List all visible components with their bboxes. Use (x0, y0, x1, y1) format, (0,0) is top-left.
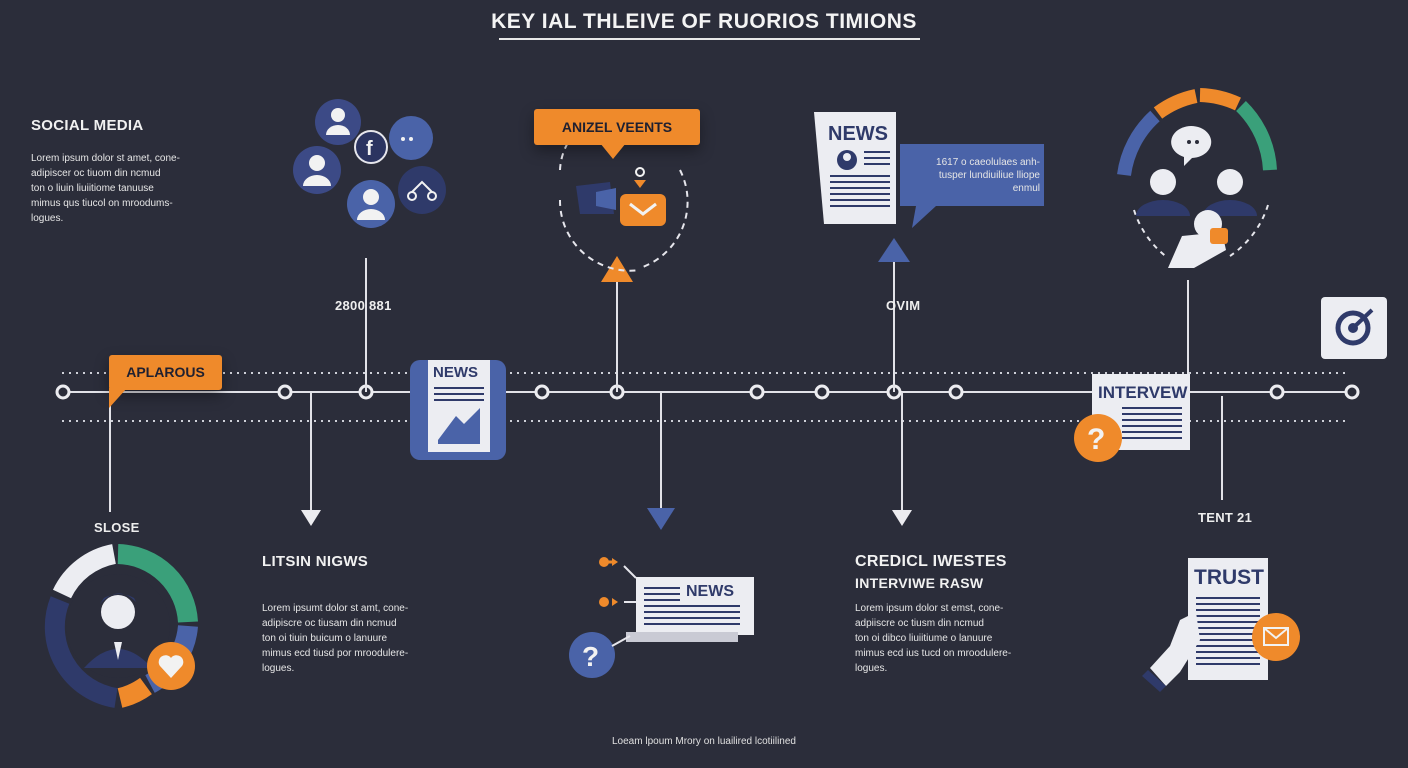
timeline-node (948, 384, 964, 400)
svg-text:?: ? (1087, 423, 1105, 456)
news-sheet-icon (599, 557, 754, 642)
megaphone-icon (558, 115, 689, 272)
arrow-down (892, 510, 912, 526)
anizel-vents-callout: ANIZEL VEENTS (534, 109, 700, 145)
footer-text: Loeam lpoum Mrory on luailired lcotiilin… (612, 736, 796, 747)
news-bubble-text: 1617 o caeolulaes anh- tusper lundiuiliu… (936, 157, 1040, 194)
credible-body: Lorem ipsum dolor st emst, cone- adpiisc… (855, 603, 1012, 674)
title-underline (499, 38, 920, 40)
timeline-nodes (55, 384, 1360, 400)
arrow-up-blue (878, 238, 910, 262)
social-cluster-icon: f (293, 99, 446, 228)
gauge-icon (1117, 88, 1277, 268)
arrow-down-blue (647, 508, 675, 530)
arrow-down (301, 510, 321, 526)
listen-news-body: Lorem ipsumt dolor st amt, cone- adipisc… (262, 603, 409, 674)
marker-label: SLOSE (94, 520, 140, 535)
timeline-node (1344, 384, 1360, 400)
question-icon (1074, 414, 1122, 462)
credible-subheading: INTERVIWE RASW (855, 575, 984, 591)
credible-heading: CREDICL IWESTES (855, 553, 1007, 570)
marker-label: 2800 881 (335, 298, 392, 313)
social-media-body: Lorem ipsum dolor st amet, cone- adipisc… (31, 153, 180, 224)
news-sheet-label: NEWS (686, 583, 734, 600)
avatar-donut-icon (44, 544, 198, 708)
timeline-node (749, 384, 765, 400)
timeline-node (814, 384, 830, 400)
aplarous-callout: APLAROUS (109, 355, 222, 390)
svg-text:NEWS: NEWS (828, 123, 888, 145)
listen-news-heading: LITSIN NIGWS (262, 553, 369, 570)
marker-label: TENT 21 (1198, 510, 1253, 525)
timeline-node (1269, 384, 1285, 400)
page-title: KEY IAL THLEIVE OF RUORIOS TIMIONS (491, 10, 917, 33)
timeline-node (277, 384, 293, 400)
news-tile-label: NEWS (433, 364, 478, 381)
callout-tail (600, 143, 626, 159)
speech-bubble (900, 144, 1044, 228)
timeline-node (534, 384, 550, 400)
trust-label: TRUST (1194, 566, 1264, 589)
social-media-heading: SOCIAL MEDIA (31, 117, 144, 134)
arrow-up-orange (601, 256, 633, 282)
callout-tail (109, 388, 127, 408)
marker-label: OVIM (886, 298, 921, 313)
facebook-icon: f (366, 138, 373, 160)
handshake-icon (1150, 612, 1200, 686)
newspaper-icon: NEWS (814, 112, 896, 224)
timeline-node (55, 384, 71, 400)
question-icon (569, 632, 615, 678)
target-icon (1335, 310, 1371, 346)
trust-document-icon (1142, 558, 1268, 692)
interview-card-label: INTERVEW (1098, 383, 1188, 402)
svg-text:?: ? (582, 641, 599, 672)
